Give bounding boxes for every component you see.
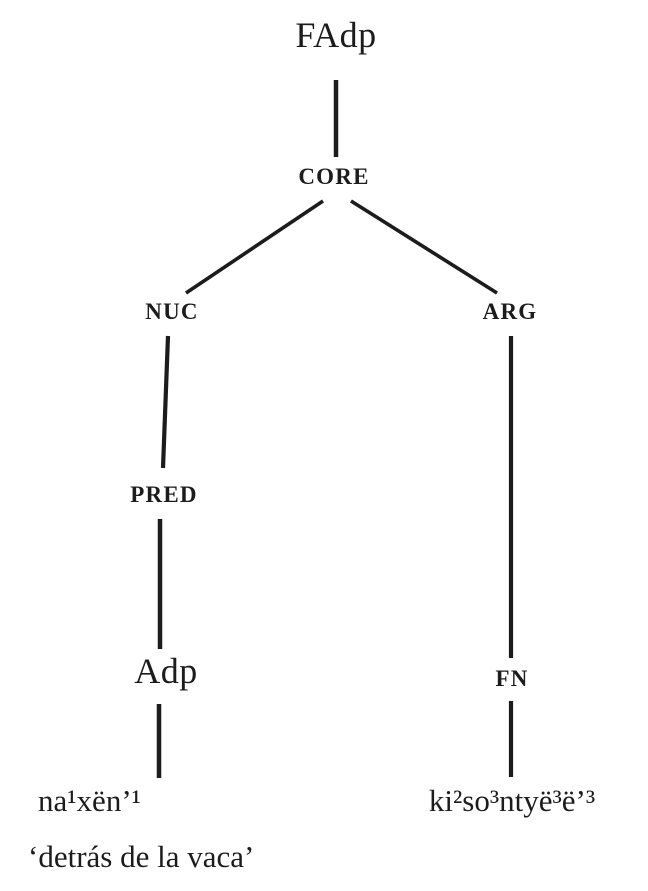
node-core: CORE	[298, 164, 370, 189]
edge-core-arg	[350, 199, 498, 295]
edge-nuc-pred	[160, 335, 171, 469]
node-arg: ARG	[482, 299, 538, 324]
node-pred: PRED	[130, 482, 198, 507]
edge-core-nuc	[184, 199, 325, 295]
node-fn: FN	[495, 666, 529, 691]
node-adp: Adp	[134, 651, 198, 691]
terminal-right-word: ki²so³ntyë³ë’³	[428, 783, 596, 818]
terminal-left-word: na¹xën’¹	[38, 783, 141, 818]
terminal-left-gloss: ‘detrás de la vaca’	[28, 839, 255, 874]
node-nuc: NUC	[145, 299, 199, 324]
node-fadp: FAdp	[295, 15, 377, 55]
